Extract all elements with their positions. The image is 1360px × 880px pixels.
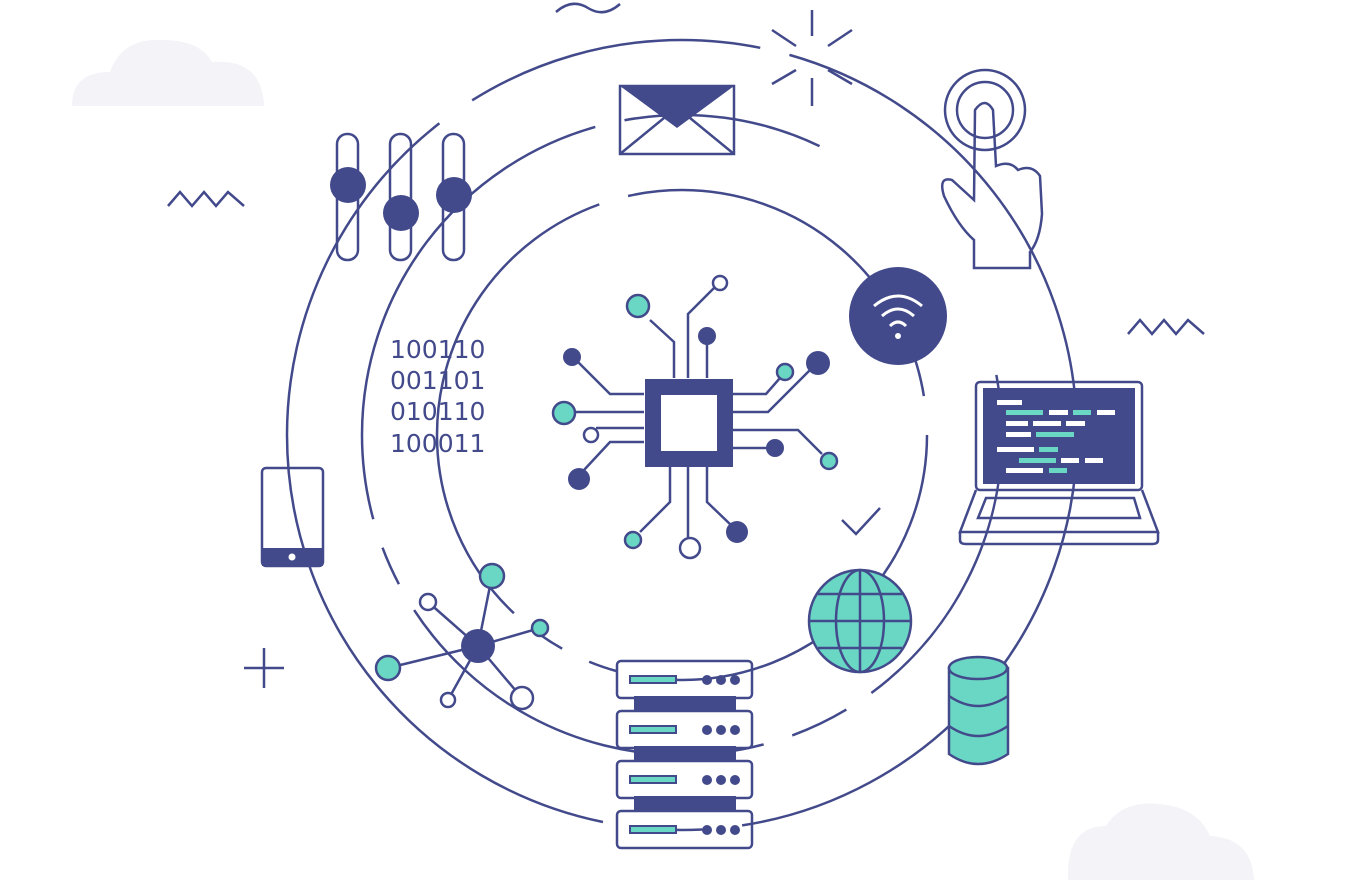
phone-icon: [260, 466, 325, 568]
checkmark-icon: [841, 507, 881, 536]
binary-line: 100011: [390, 429, 485, 458]
binary-line: 001101: [390, 366, 485, 395]
cpu-chip-icon: [551, 274, 839, 560]
database-icon: [947, 655, 1010, 766]
wifi-icon: [849, 267, 947, 365]
binary-line: 010110: [390, 397, 485, 426]
server-rack-icon: [615, 659, 754, 850]
laptop-icon: [958, 380, 1160, 546]
inner-ring: [435, 188, 929, 682]
sliders-icon: [330, 132, 472, 262]
binary-line: 100110: [390, 335, 485, 364]
sparkle-icon: [771, 10, 853, 106]
envelope-icon: [618, 84, 736, 156]
zigzag-icon: [167, 190, 245, 208]
binary-code: 100110 001101 010110 100011: [390, 335, 485, 458]
network-nodes-icon: [374, 562, 550, 711]
touch-hand-icon: [941, 68, 1044, 270]
cloud-icon: [72, 39, 264, 107]
zigzag-icon: [1127, 318, 1205, 336]
globe-icon: [807, 568, 913, 674]
plus-icon: [244, 648, 284, 688]
wave-icon: [555, 2, 621, 14]
cloud-icon: [1067, 803, 1254, 880]
